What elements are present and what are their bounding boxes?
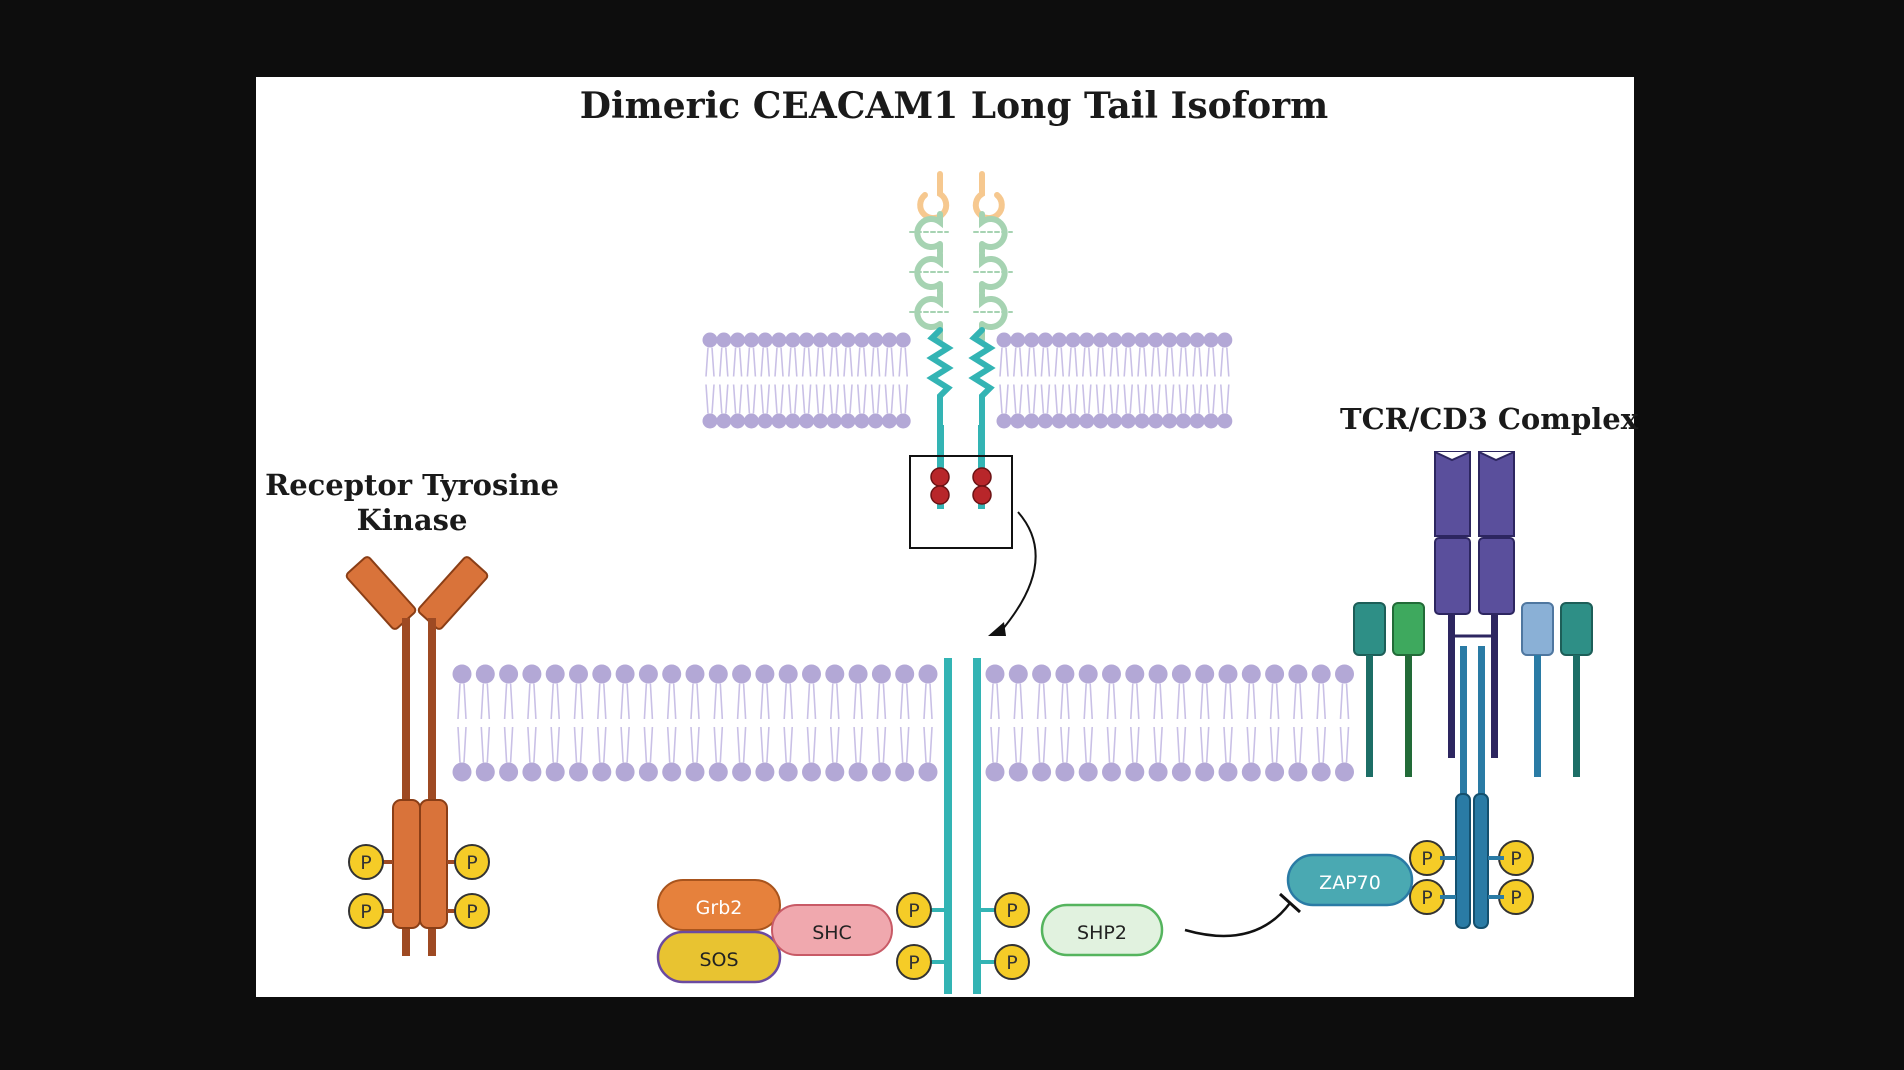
- shc-label: SHC: [812, 922, 852, 944]
- ceacam1-tails-lower: [930, 658, 996, 994]
- rtk-label-line2: Kinase: [357, 503, 468, 537]
- upper-lipid-bilayer: [702, 332, 1233, 429]
- zap70-protein: ZAP70: [1286, 853, 1414, 907]
- sos-protein: SOS: [656, 930, 782, 984]
- phospho-marker-icon: P: [1498, 840, 1534, 876]
- phospho-label: P: [466, 901, 477, 923]
- inhibition-arrow-icon: [1184, 902, 1292, 938]
- rtk-label-line1: Receptor Tyrosine: [265, 468, 559, 502]
- lower-lipid-bilayer: [452, 664, 1354, 782]
- phospho-label: P: [466, 852, 477, 874]
- phospho-marker-icon: P: [348, 893, 384, 929]
- transmembrane-helix-icon: [926, 327, 996, 428]
- phospho-label: P: [908, 952, 919, 974]
- zoom-arrow-icon: [1001, 511, 1037, 631]
- phospho-label: P: [1006, 952, 1017, 974]
- shc-protein: SHC: [771, 904, 893, 956]
- phospho-marker-icon: P: [1498, 879, 1534, 915]
- phospho-label: P: [1510, 848, 1521, 870]
- phospho-label: P: [908, 900, 919, 922]
- phospho-marker-icon: P: [348, 844, 384, 880]
- phospho-site-markers: [930, 467, 992, 505]
- phospho-marker-icon: P: [994, 944, 1030, 980]
- phospho-label: P: [1510, 887, 1521, 909]
- zap70-label: ZAP70: [1319, 872, 1381, 894]
- phospho-marker-icon: P: [994, 892, 1030, 928]
- phospho-label: P: [360, 852, 371, 874]
- phospho-marker-icon: P: [1409, 840, 1445, 876]
- grb2-label: Grb2: [696, 897, 743, 919]
- shp2-protein: SHP2: [1040, 903, 1164, 957]
- phospho-marker-icon: P: [896, 944, 932, 980]
- phospho-label: P: [1006, 900, 1017, 922]
- ceacam1-dimer-upper: [909, 171, 1037, 636]
- tcr-label: TCR/CD3 Complex: [1340, 402, 1639, 436]
- grb2-protein: Grb2: [657, 879, 781, 931]
- phospho-label: P: [1421, 848, 1432, 870]
- zoom-box: [909, 455, 1013, 549]
- receptor-tyrosine-kinase: Receptor Tyrosine Kinase: [265, 468, 559, 956]
- shp2-label: SHP2: [1077, 922, 1127, 944]
- phospho-marker-icon: P: [1409, 879, 1445, 915]
- sos-label: SOS: [699, 949, 738, 971]
- phospho-label: P: [360, 901, 371, 923]
- tcr-cd3-complex: TCR/CD3 Complex: [1340, 402, 1639, 929]
- figure-title: Dimeric CEACAM1 Long Tail Isoform: [580, 85, 1328, 127]
- phospho-marker-icon: P: [454, 893, 490, 929]
- phospho-marker-icon: P: [896, 892, 932, 928]
- phospho-marker-icon: P: [454, 844, 490, 880]
- phospho-label: P: [1421, 887, 1432, 909]
